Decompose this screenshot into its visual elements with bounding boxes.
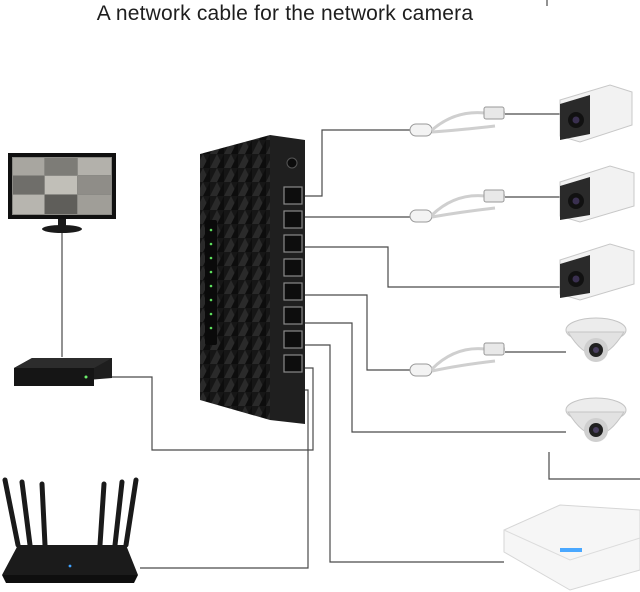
cable-port6-ap — [300, 344, 504, 563]
bullet-camera — [559, 84, 633, 143]
poe-switch — [200, 135, 305, 424]
poe-splitter — [409, 342, 505, 377]
router — [2, 477, 139, 583]
switch-status-leds — [205, 220, 217, 345]
nvr-recorder — [14, 358, 112, 386]
diagram-title: A network cable for the network camera — [96, 2, 474, 25]
wireless-access-point — [503, 504, 640, 591]
cable-port4-splitter3 — [300, 294, 410, 371]
ethernet-ports — [283, 186, 303, 373]
monitor — [8, 153, 116, 233]
power-jack-icon — [286, 157, 298, 169]
bullet-camera — [559, 165, 635, 223]
dome-camera — [565, 397, 627, 442]
cable-port7-nvr — [112, 367, 314, 451]
cable-port3-camera3 — [300, 246, 560, 288]
poe-splitter — [409, 106, 505, 137]
cable-port5-dome2 — [300, 322, 566, 433]
bullet-camera — [559, 243, 635, 301]
dome-camera — [565, 317, 627, 362]
poe-splitter — [409, 189, 505, 223]
monitor-screen-tiles — [13, 158, 111, 214]
cable-right-edge — [548, 452, 640, 480]
cable-port1-splitter1 — [300, 129, 410, 197]
cable-lines — [61, 0, 640, 569]
